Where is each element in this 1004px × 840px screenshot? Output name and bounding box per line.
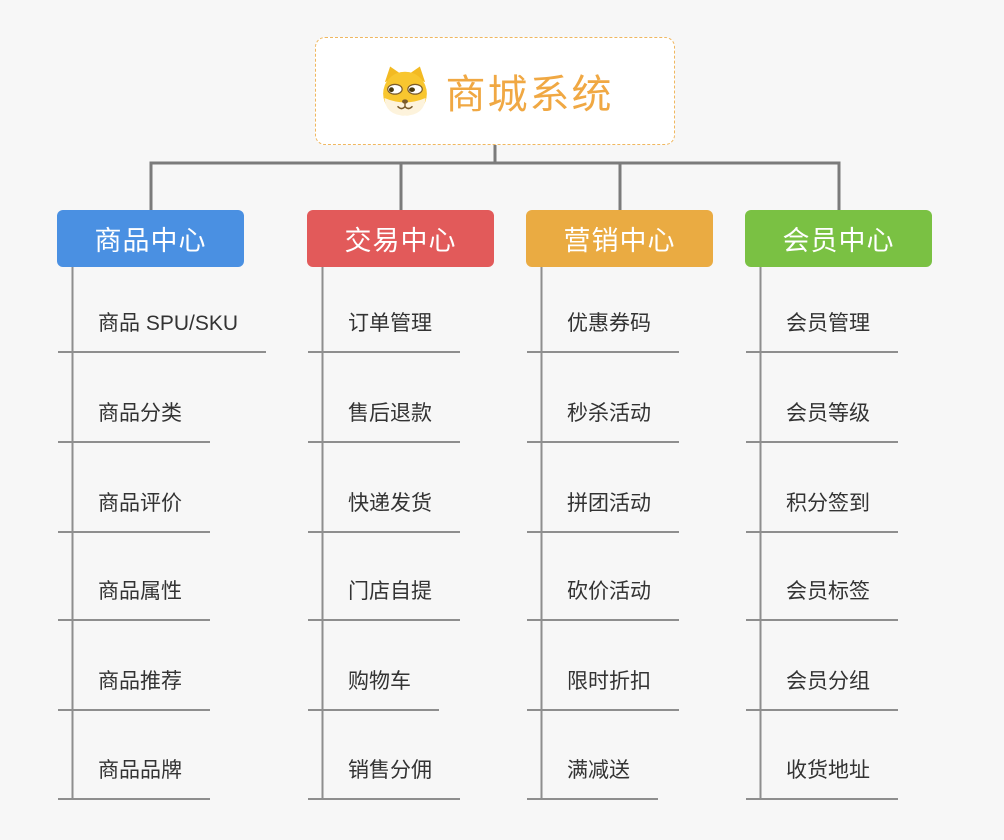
root-title: 商城系统: [445, 73, 614, 117]
leaf-node-marketing-center-4[interactable]: 限时折扣: [527, 667, 679, 711]
leaf-node-product-center-2[interactable]: 商品评价: [58, 489, 210, 533]
leaf-node-member-center-2[interactable]: 积分签到: [746, 489, 898, 533]
leaf-node-member-center-4[interactable]: 会员分组: [746, 667, 898, 711]
leaf-node-trade-center-3[interactable]: 门店自提: [308, 577, 460, 621]
leaf-node-marketing-center-1[interactable]: 秒杀活动: [527, 399, 679, 443]
branch-node-member-center[interactable]: 会员中心: [745, 210, 932, 267]
leaf-node-trade-center-4[interactable]: 购物车: [308, 667, 439, 711]
leaf-node-trade-center-1[interactable]: 售后退款: [308, 399, 460, 443]
leaf-node-trade-center-2[interactable]: 快递发货: [308, 489, 460, 533]
leaf-node-member-center-5[interactable]: 收货地址: [746, 756, 898, 800]
branch-node-product-center[interactable]: 商品中心: [57, 210, 244, 267]
leaf-node-member-center-1[interactable]: 会员等级: [746, 399, 898, 443]
leaf-node-marketing-center-2[interactable]: 拼团活动: [527, 489, 679, 533]
leaf-node-member-center-0[interactable]: 会员管理: [746, 309, 898, 353]
leaf-node-product-center-0[interactable]: 商品 SPU/SKU: [58, 309, 267, 353]
branch-node-marketing-center[interactable]: 营销中心: [526, 210, 713, 267]
root-node[interactable]: 商城系统: [315, 37, 675, 145]
leaf-node-product-center-1[interactable]: 商品分类: [58, 399, 210, 443]
leaf-node-trade-center-0[interactable]: 订单管理: [308, 309, 460, 353]
shiba-dog-icon: [377, 63, 433, 119]
leaf-node-marketing-center-0[interactable]: 优惠券码: [527, 309, 679, 353]
leaf-node-product-center-4[interactable]: 商品推荐: [58, 667, 210, 711]
leaf-node-product-center-5[interactable]: 商品品牌: [58, 756, 210, 800]
leaf-node-trade-center-5[interactable]: 销售分佣: [308, 756, 460, 800]
leaf-node-marketing-center-5[interactable]: 满减送: [527, 756, 658, 800]
leaf-node-member-center-3[interactable]: 会员标签: [746, 577, 898, 621]
leaf-node-product-center-3[interactable]: 商品属性: [58, 577, 210, 621]
leaf-node-marketing-center-3[interactable]: 砍价活动: [527, 577, 679, 621]
branch-node-trade-center[interactable]: 交易中心: [307, 210, 494, 267]
